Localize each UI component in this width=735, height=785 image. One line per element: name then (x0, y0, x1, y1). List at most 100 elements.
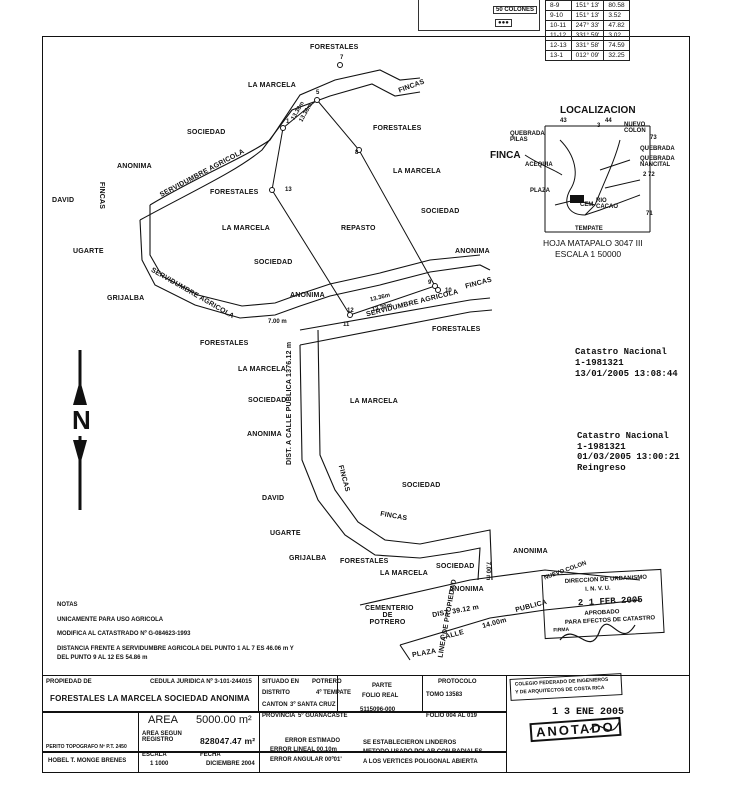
tb-label: DISTRITO (262, 690, 290, 696)
tb-label: ERROR ESTIMADO (285, 738, 341, 744)
map-label: UGARTE (270, 530, 301, 537)
plaza-line (399, 644, 411, 661)
tb-value: ERROR LINEAL 00.10m (270, 747, 337, 753)
tb-label: PROVINCIA (262, 713, 296, 719)
locator-label: PLAZA (530, 188, 550, 194)
locator-label: NUEVO COLON (624, 122, 646, 134)
map-label: UGARTE (73, 248, 104, 255)
locator-label: QUEBRADA (640, 146, 675, 152)
point-label: 7 (340, 55, 344, 61)
bearing-cell-dist: 32.25 (603, 50, 630, 61)
locator-label: ACEQUIA (525, 162, 553, 168)
map-label: ANONIMA (449, 586, 484, 593)
tb-value: A LOS VERTICES POLIGONAL ABIERTA (363, 759, 478, 765)
tb-value: 5115096-000 (360, 707, 396, 713)
point-label: 10 (445, 288, 452, 294)
catastro-title: Catastro Nacional (577, 431, 669, 441)
map-label: SOCIEDAD (254, 259, 293, 266)
map-label: DAVID (52, 197, 75, 204)
calle-lower-2 (399, 599, 641, 646)
tb-value: POTRERO (312, 679, 342, 685)
locator-label: 3 (597, 123, 601, 129)
locator-label: QUEBRADA PILAS (510, 131, 545, 143)
tb-scale-box (138, 751, 260, 773)
point-label: 8 (355, 150, 359, 156)
map-label: LA MARCELA (222, 225, 271, 232)
locator-label: FINCA (490, 150, 521, 161)
locator-label: 2 (643, 172, 647, 178)
locator-label: 71 (646, 211, 653, 217)
colegio-date: 1 3 ENE 2005 (552, 707, 625, 718)
map-label: ANONIMA (290, 292, 325, 299)
tb-value: TOMO 13583 (426, 692, 463, 698)
map-label: FORESTALES (200, 340, 249, 347)
notes-line: MODIFICA AL CATASTRADO Nº G-084623-1993 (57, 631, 191, 637)
tb-area-box (42, 711, 507, 753)
map-label: FORESTALES (432, 326, 481, 333)
catastro-date: 13/01/2005 13:08:44 (575, 369, 678, 379)
urbanismo-line: APROBADO (584, 609, 620, 617)
catastro-number: 1-1981321 (575, 358, 624, 368)
map-label: SOCIEDAD (248, 397, 287, 404)
catastro-note: Reingreso (577, 463, 626, 473)
signature-1 (559, 623, 636, 643)
tb-label: SITUADO EN (262, 679, 300, 685)
tb-label: AREA (148, 714, 178, 726)
tb-value: ERROR ANGULAR 00º01' (270, 757, 342, 763)
locator-label: 43 (560, 118, 567, 124)
map-label: 7.00 m (484, 561, 491, 581)
tb-area-value: 5000.00 m² (196, 714, 252, 726)
locator-label: TEMPATE (575, 226, 603, 232)
property-boundary (271, 99, 436, 316)
fincas-road-left-inner (149, 205, 481, 307)
tb-label: PROTOCOLO (438, 679, 477, 685)
calle-publica-right (317, 329, 493, 581)
locator-label: CEM (580, 202, 594, 208)
locator-sheet: HOJA MATAPALO 3047 III (543, 238, 643, 248)
map-label: FINCAS (98, 181, 106, 210)
tb-value: 3º SANTA CRUZ (290, 702, 336, 708)
map-label: LA MARCELA (248, 82, 297, 89)
map-label: REPASTO (341, 225, 376, 232)
map-label: 7.00 m (268, 319, 287, 325)
tb-label: PROPIEDAD DE (46, 679, 92, 685)
servidumbre-road-mid-2 (299, 309, 493, 346)
stamp-value: 50 COLONES (493, 6, 538, 14)
urbanismo-line: DIRECCION DE URBANISMO (564, 574, 648, 585)
urbanismo-stamp: DIRECCION DE URBANISMO I. N. V. U. 2 1 F… (541, 568, 665, 640)
tb-label: PARTE (372, 683, 392, 689)
map-label: ANONIMA (455, 248, 490, 255)
north-letter: N (70, 405, 93, 436)
map-label: GRIJALBA (107, 295, 145, 302)
tb-label: FOLIO REAL (362, 693, 399, 699)
map-label: FORESTALES (210, 189, 259, 196)
tb-owner: FORESTALES LA MARCELA SOCIEDAD ANONIMA (50, 694, 250, 703)
map-label: SOCIEDAD (421, 208, 460, 215)
tb-value: 4º TEMPATE (316, 690, 351, 696)
locator-title: LOCALIZACION (560, 105, 636, 116)
point-label: 13 (285, 187, 292, 193)
map-label: FORESTALES (340, 558, 389, 565)
tb-value: SE ESTABLECIERON LINDEROS (363, 740, 457, 746)
tb-label: PERITO TOPOGRAFO Nº P.T. 2450 (46, 744, 127, 750)
notes-line: DEL PUNTO 9 AL 12 ES 54.86 m (57, 655, 148, 661)
map-label: CEMENTERIO DE POTRERO (365, 605, 414, 626)
catastro-title: Catastro Nacional (575, 347, 667, 357)
finca-marker (570, 195, 584, 203)
servidumbre-road-mid (299, 297, 491, 331)
map-label: GRIJALBA (289, 555, 327, 562)
tb-label: ESCALA (142, 752, 167, 758)
map-label: ANONIMA (117, 163, 152, 170)
stamp-top: 50 COLONES ●●● (418, 0, 540, 31)
tb-value: CEDULA JURIDICA Nº 3-101-244015 (150, 679, 252, 685)
tb-label: AREA SEGUN REGISTRO (142, 731, 182, 743)
calle-publica-left (299, 344, 481, 581)
locator-label: 72 (648, 172, 655, 178)
map-label: SOCIEDAD (402, 482, 441, 489)
tb-value: HOBEL T. MONGE BRENES (48, 758, 127, 764)
servidumbre-road-top-inner (139, 83, 421, 221)
catastro-number: 1-1981321 (577, 442, 626, 452)
urbanismo-line: FIRMA (553, 626, 570, 634)
